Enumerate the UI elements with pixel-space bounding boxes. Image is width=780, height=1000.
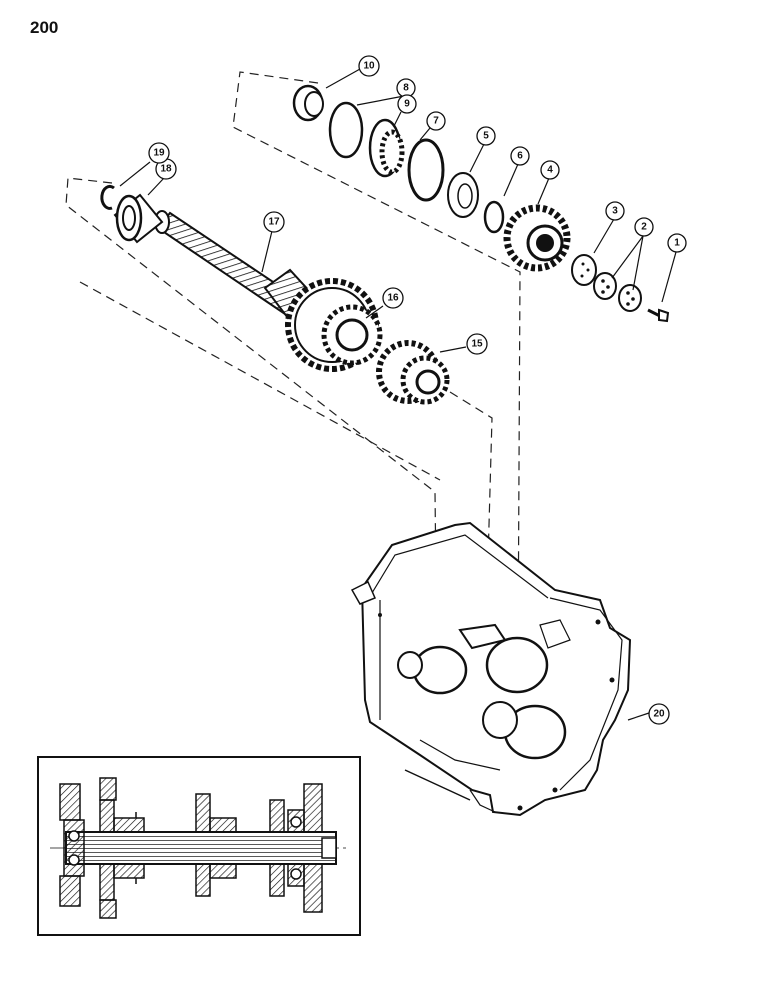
bearing-9 xyxy=(368,118,405,178)
svg-text:19: 19 xyxy=(153,148,165,159)
snap-ring-19 xyxy=(100,184,115,210)
callout-10: 10 xyxy=(358,55,380,77)
cross-section-inset xyxy=(37,756,361,936)
callout-4: 4 xyxy=(540,160,560,180)
bolt-1 xyxy=(647,308,670,323)
callout-15: 15 xyxy=(466,333,488,355)
callout-leaders xyxy=(119,68,677,721)
callout-5: 5 xyxy=(476,126,496,146)
callout-6: 6 xyxy=(510,146,530,166)
ring-6 xyxy=(483,200,505,234)
svg-text:17: 17 xyxy=(268,217,280,228)
callout-16: 16 xyxy=(382,287,404,309)
callout-1: 1 xyxy=(667,233,687,253)
callout-19: 19 xyxy=(148,142,170,164)
bushing-10 xyxy=(292,84,324,122)
splined-shaft xyxy=(154,210,314,320)
callout-9: 9 xyxy=(397,94,417,114)
svg-text:15: 15 xyxy=(471,339,483,350)
callout-7: 7 xyxy=(426,111,446,131)
svg-text:5: 5 xyxy=(483,131,489,142)
svg-text:16: 16 xyxy=(387,293,399,304)
svg-text:3: 3 xyxy=(612,206,618,217)
svg-text:20: 20 xyxy=(653,709,665,720)
svg-text:7: 7 xyxy=(433,116,439,127)
gear-4 xyxy=(503,204,571,272)
svg-text:18: 18 xyxy=(160,164,172,175)
plate-3 xyxy=(571,254,597,286)
callout-18: 18 xyxy=(155,158,177,180)
svg-text:1: 1 xyxy=(674,238,680,249)
bearing-18 xyxy=(113,193,164,244)
transmission-case-20 xyxy=(350,521,632,817)
svg-text:8: 8 xyxy=(403,83,409,94)
gear-16 xyxy=(285,278,383,372)
ring-8 xyxy=(328,101,364,159)
callout-3: 3 xyxy=(605,201,625,221)
svg-text:10: 10 xyxy=(363,61,375,72)
callout-17: 17 xyxy=(263,211,285,233)
callout-20: 20 xyxy=(648,703,670,725)
ring-7 xyxy=(407,138,445,202)
svg-text:9: 9 xyxy=(404,99,410,110)
svg-text:4: 4 xyxy=(547,165,553,176)
gear-15 xyxy=(376,340,450,405)
callout-2: 2 xyxy=(634,217,654,237)
page-number: 200 xyxy=(30,18,59,37)
plates-2 xyxy=(593,272,642,312)
washer-5 xyxy=(447,172,479,218)
callout-8: 8 xyxy=(396,78,416,98)
svg-text:6: 6 xyxy=(517,151,523,162)
svg-text:2: 2 xyxy=(641,222,647,233)
